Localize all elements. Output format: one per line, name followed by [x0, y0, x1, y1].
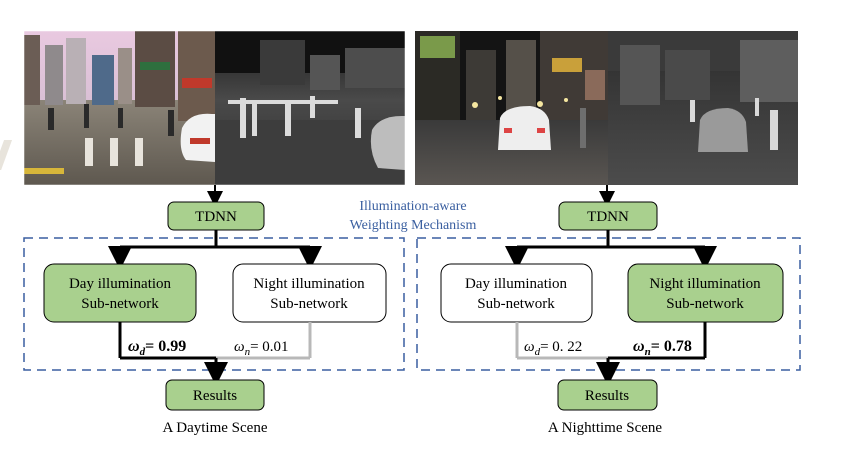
nighttime-flow: TDNN Day illumination Sub-network Night … — [416, 185, 801, 436]
day-subnetwork-box-daytime — [43, 263, 197, 323]
day-subnetwork-label1-daytime: Day illumination — [69, 276, 172, 292]
day-subnetwork-box-nighttime — [440, 263, 593, 323]
night-subnetwork-label1-daytime: Night illumination — [253, 276, 365, 292]
weight-night-daytime: ωn= 0.01 — [234, 339, 289, 358]
weighting-mechanism-label-line1: Illumination-aware — [359, 199, 466, 214]
day-subnetwork-label2-daytime: Sub-network — [81, 296, 159, 312]
weight-night-nighttime: ωn= 0.78 — [633, 338, 692, 358]
night-subnetwork-label2-daytime: Sub-network — [270, 296, 348, 312]
night-subnetwork-label1-nighttime: Night illumination — [649, 276, 761, 292]
results-label-night: Results — [585, 388, 629, 404]
results-box-day — [165, 379, 265, 411]
daytime-flow: TDNN Day illumination Sub-network Night … — [23, 185, 405, 436]
day-subnetwork-label1-nighttime: Day illumination — [465, 276, 568, 292]
daytime-scene-image — [0, 30, 406, 186]
caption-daytime: A Daytime Scene — [163, 420, 268, 436]
night-subnetwork-box-nighttime — [627, 263, 784, 323]
results-box-night — [557, 379, 658, 411]
nighttime-scene-image — [415, 31, 798, 185]
night-subnetwork-box-daytime — [232, 263, 387, 323]
night-subnetwork-label2-nighttime: Sub-network — [666, 296, 744, 312]
weighting-mechanism-label-line2: Weighting Mechanism — [350, 218, 477, 233]
weight-day-nighttime: ωd= 0. 22 — [524, 339, 582, 358]
tdnn-label-night: TDNN — [587, 209, 629, 225]
caption-nighttime: A Nighttime Scene — [548, 420, 662, 436]
day-subnetwork-label2-nighttime: Sub-network — [477, 296, 555, 312]
results-label-day: Results — [193, 388, 237, 404]
tdnn-label-day: TDNN — [195, 209, 237, 225]
weight-day-daytime: ωd= 0.99 — [128, 338, 186, 358]
